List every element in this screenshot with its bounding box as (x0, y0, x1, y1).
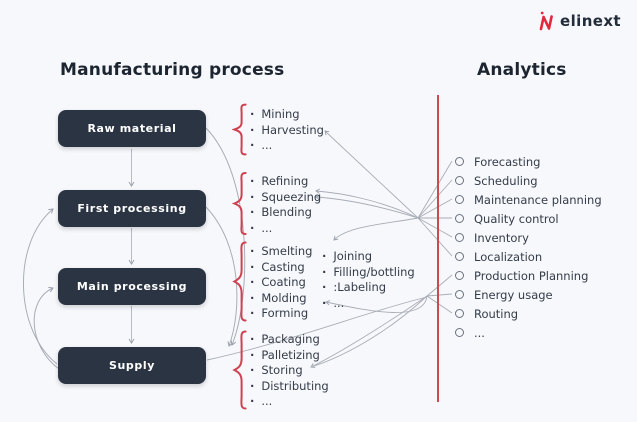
analytics-list: Forecasting Scheduling Maintenance plann… (455, 152, 602, 342)
analytics-heading: Analytics (477, 60, 567, 80)
list-item: Palletizing (250, 348, 329, 364)
main-processing-items: Smelting Casting Coating Molding Forming (250, 244, 312, 322)
hub1-to-process-items (315, 130, 419, 241)
list-item: Coating (250, 275, 312, 291)
stage-raw-material: Raw material (58, 110, 206, 147)
list-item: Packaging (250, 332, 329, 348)
analytics-item: Routing (455, 304, 602, 323)
list-item: Distributing (250, 379, 328, 395)
circle-bullet-icon (455, 328, 464, 337)
circle-bullet-icon (455, 233, 464, 242)
list-item: Smelting (250, 244, 312, 260)
list-item: Joining (322, 249, 415, 265)
brace-raw-material-icon (232, 103, 248, 156)
analytics-item-label: Maintenance planning (474, 192, 602, 207)
list-item: Casting (250, 260, 312, 276)
analytics-item: Energy usage (455, 285, 602, 304)
analytics-item-label: Localization (474, 249, 543, 264)
analytics-item: Forecasting (455, 152, 602, 171)
list-item: :Labeling (322, 280, 415, 296)
first-processing-items: Refining Squeezing Blending ... (250, 174, 321, 236)
analytics-item-label: Routing (474, 306, 519, 321)
analytics-item: ... (455, 323, 602, 342)
skip-connectors-right (205, 127, 246, 347)
stage-first-processing: First processing (58, 190, 206, 227)
analytics-item-label: ... (474, 325, 485, 340)
analytics-divider-line (437, 95, 439, 402)
list-item: Blending (250, 205, 321, 221)
analytics-item: Production Planning (455, 266, 602, 285)
assembly-items: Joining Filling/bottling :Labeling ... (322, 249, 415, 312)
process-heading: Manufacturing process (60, 60, 285, 80)
analytics-item: Quality control (455, 209, 602, 228)
circle-bullet-icon (455, 195, 464, 204)
list-item: Storing (250, 363, 329, 379)
stage-main-processing: Main processing (58, 268, 206, 305)
analytics-item-label: Quality control (474, 211, 559, 226)
list-item: ... (250, 394, 329, 410)
analytics-item: Scheduling (455, 171, 602, 190)
brace-supply-icon (232, 329, 248, 411)
brand-logo: elinext (537, 11, 621, 31)
brace-first-processing-icon (232, 171, 248, 236)
list-item: Mining (250, 107, 324, 123)
hub2-to-analytics (426, 274, 453, 314)
analytics-item-label: Energy usage (474, 287, 553, 302)
list-item: Molding (250, 291, 312, 307)
circle-bullet-icon (455, 271, 464, 280)
hub1-to-analytics (417, 160, 453, 257)
circle-bullet-icon (455, 214, 464, 223)
circle-bullet-icon (455, 290, 464, 299)
analytics-item-label: Scheduling (474, 173, 538, 188)
supply-items: Packaging Palletizing Storing Distributi… (250, 332, 329, 410)
list-item: Refining (250, 174, 321, 190)
circle-bullet-icon (455, 309, 464, 318)
circle-bullet-icon (455, 252, 464, 261)
stage-supply: Supply (58, 347, 206, 384)
circle-bullet-icon (455, 157, 464, 166)
list-item: Harvesting (250, 123, 324, 139)
logo-wordmark: elinext (560, 12, 621, 30)
feedback-curves-left (23, 208, 60, 370)
analytics-item-label: Forecasting (474, 154, 541, 169)
list-item: Filling/bottling (322, 265, 414, 281)
raw-material-items: Mining Harvesting ... (250, 107, 324, 154)
list-item: ... (250, 138, 324, 154)
list-item: ... (250, 221, 321, 237)
circle-bullet-icon (455, 176, 464, 185)
list-item: Squeezing (250, 190, 321, 206)
analytics-item: Localization (455, 247, 602, 266)
logo-mark-icon (539, 11, 553, 31)
analytics-item-label: Inventory (474, 230, 529, 245)
analytics-item: Maintenance planning (455, 190, 602, 209)
analytics-item: Inventory (455, 228, 602, 247)
list-item: Forming (250, 306, 312, 322)
list-item: ... (322, 296, 415, 312)
analytics-item-label: Production Planning (474, 268, 589, 283)
brace-main-processing-icon (232, 240, 248, 323)
